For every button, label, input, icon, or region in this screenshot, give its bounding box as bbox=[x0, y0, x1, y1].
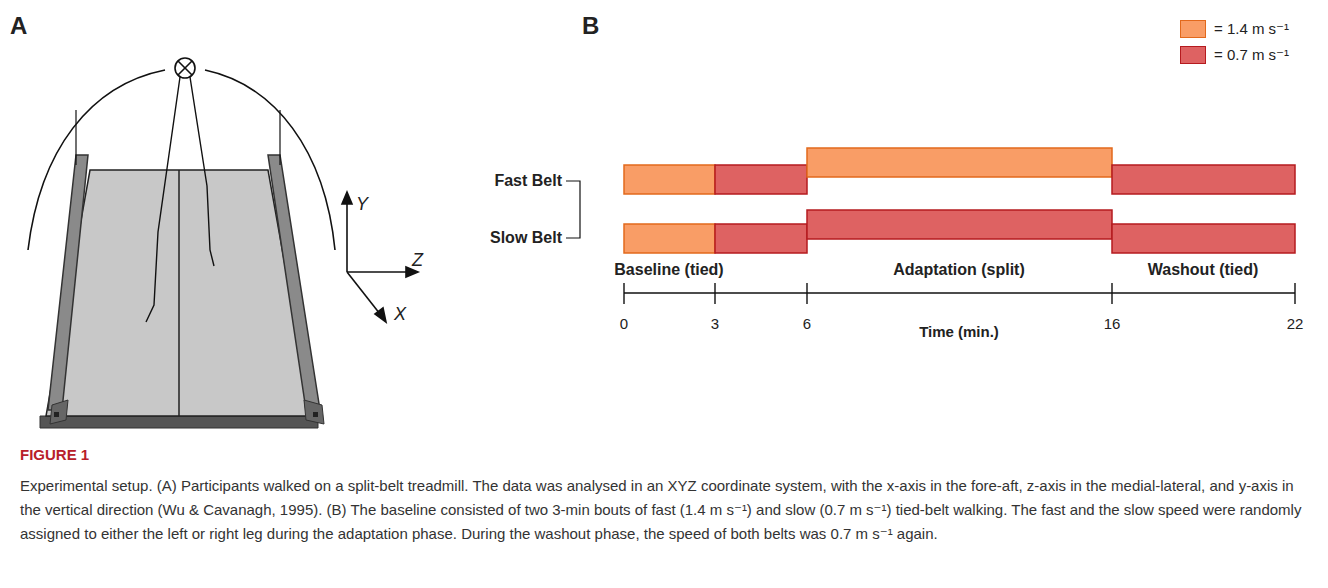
timeline-label: Time (min.) bbox=[919, 323, 999, 340]
figure-caption: Experimental setup. (A) Participants wal… bbox=[20, 474, 1310, 546]
timeline-label: Adaptation (split) bbox=[893, 261, 1025, 279]
time-axis bbox=[624, 283, 1295, 304]
axis-label: Z bbox=[412, 250, 423, 271]
panel-letter: B bbox=[582, 12, 599, 40]
timeline-bars bbox=[624, 148, 1295, 253]
legend-text: = 0.7 m s⁻¹ bbox=[1214, 46, 1289, 64]
timeline-label: Washout (tied) bbox=[1148, 261, 1259, 279]
timeline-label: 3 bbox=[711, 315, 719, 332]
axes-symbol bbox=[342, 192, 418, 322]
legend-entry: = 1.4 m s⁻¹ bbox=[1180, 20, 1289, 38]
legend-swatch bbox=[1180, 46, 1206, 64]
treadmill-drawing bbox=[28, 58, 335, 428]
timeline-label: 6 bbox=[803, 315, 811, 332]
belt-bracket bbox=[566, 181, 580, 238]
timeline-label: Fast Belt bbox=[494, 172, 562, 190]
timeline-label: 0 bbox=[620, 315, 628, 332]
timeline-label: 22 bbox=[1287, 315, 1304, 332]
axis-label: X bbox=[394, 304, 406, 325]
legend-text: = 1.4 m s⁻¹ bbox=[1214, 20, 1289, 38]
timeline-label: Slow Belt bbox=[490, 229, 562, 247]
panel-letter: A bbox=[10, 12, 27, 40]
timeline-label: Baseline (tied) bbox=[614, 261, 723, 279]
legend-entry: = 0.7 m s⁻¹ bbox=[1180, 46, 1289, 64]
legend-swatch bbox=[1180, 20, 1206, 38]
axis-label: Y bbox=[356, 194, 368, 215]
timeline-label: 16 bbox=[1104, 315, 1121, 332]
figure-number: FIGURE 1 bbox=[20, 446, 89, 463]
